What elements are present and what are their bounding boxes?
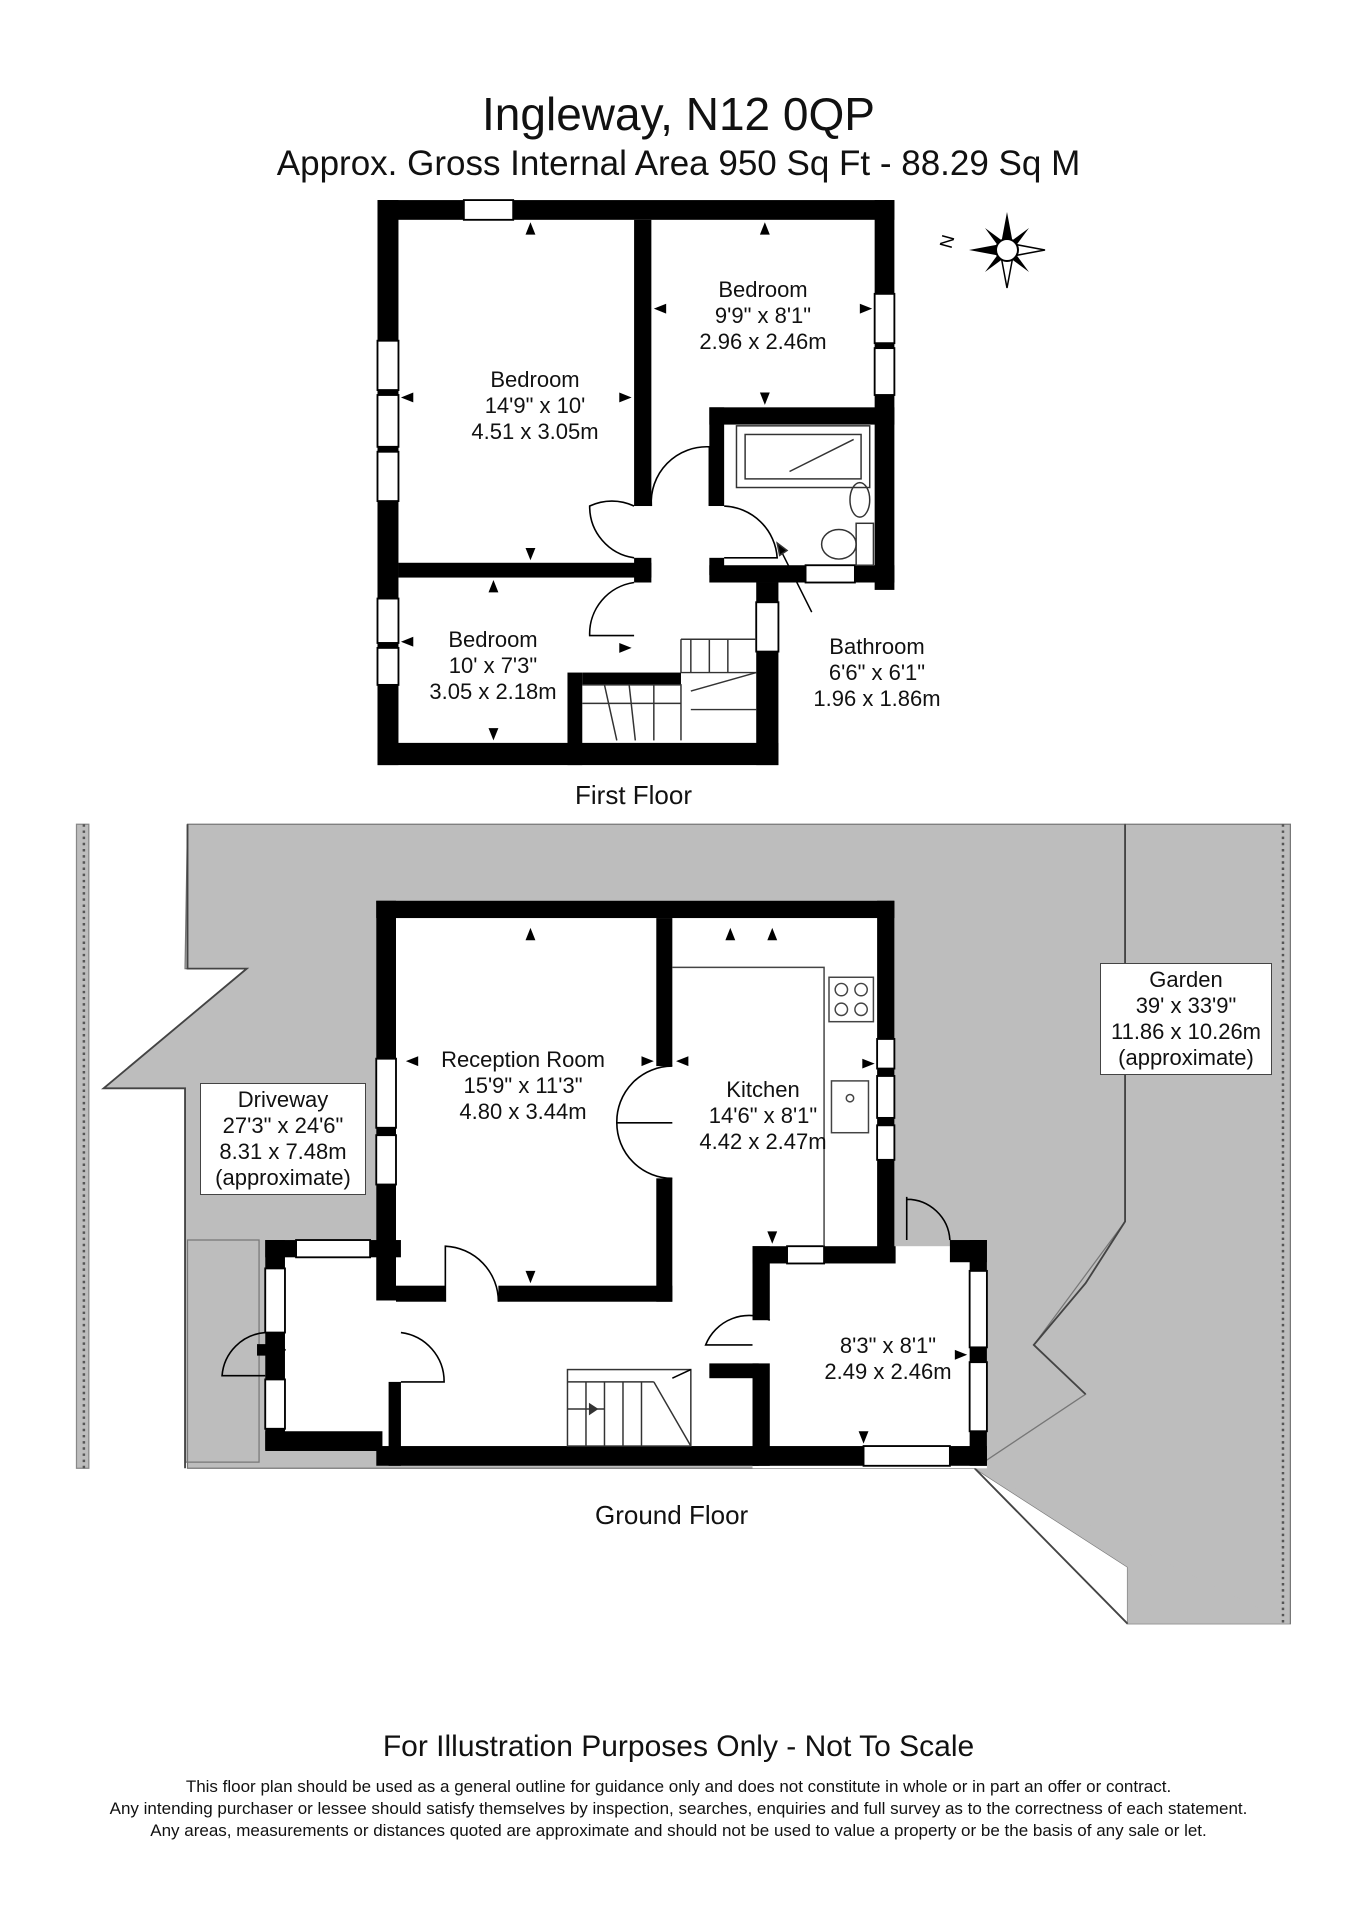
room-label-bedroom-3: Bedroom 10' x 7'3" 3.05 x 2.18m	[413, 627, 573, 705]
property-title: Ingleway, N12 0QP	[482, 88, 875, 140]
room-metric: 4.51 x 3.05m	[471, 419, 599, 444]
room-imperial: 14'9" x 10'	[484, 393, 586, 418]
room-metric: 2.49 x 2.46m	[824, 1359, 952, 1384]
area-name: Driveway	[237, 1087, 329, 1112]
room-label-kitchen: Kitchen 14'6" x 8'1" 4.42 x 2.47m	[678, 1077, 848, 1155]
room-imperial: 15'9" x 11'3"	[463, 1073, 583, 1098]
ground-floor-label: Ground Floor	[595, 1500, 749, 1530]
room-label-bedroom-1: Bedroom 14'9" x 10' 4.51 x 3.05m	[455, 367, 615, 445]
bathroom-fixtures	[735, 425, 875, 613]
room-imperial: 9'9" x 8'1"	[714, 303, 812, 328]
room-name: Reception Room	[441, 1047, 605, 1072]
area-metric: 8.31 x 7.48m	[219, 1139, 347, 1164]
room-name: Bathroom	[829, 634, 925, 659]
area-note: (approximate)	[215, 1165, 351, 1190]
area-name: Garden	[1149, 967, 1223, 992]
first-floor-doors	[588, 446, 779, 637]
first-floor-label: First Floor	[575, 780, 692, 810]
room-name: Bedroom	[718, 277, 808, 302]
room-imperial: 6'6" x 6'1"	[828, 660, 926, 685]
room-metric: 3.05 x 2.18m	[429, 679, 557, 704]
compass-north-label: N	[936, 233, 959, 251]
first-floor-stairs	[582, 638, 757, 741]
room-name: Bedroom	[490, 367, 580, 392]
outdoor-label-garden: Garden 39' x 33'9" 11.86 x 10.26m (appro…	[1100, 963, 1272, 1075]
ground-floor-interior	[265, 903, 987, 1469]
first-floor-windows	[376, 199, 896, 686]
room-imperial: 14'6" x 8'1"	[708, 1103, 818, 1128]
disclaimer-line: Any areas, measurements or distances quo…	[150, 1821, 1207, 1840]
area-imperial: 39' x 33'9"	[1135, 993, 1237, 1018]
kitchen-counter	[672, 966, 875, 1247]
disclaimer-line: This floor plan should be used as a gene…	[185, 1777, 1172, 1796]
disclaimer-text: This floor plan should be used as a gene…	[0, 1776, 1357, 1842]
ground-floor-doors	[221, 1065, 951, 1383]
ground-floor-stairs	[566, 1368, 692, 1447]
area-imperial: 27'3" x 24'6"	[222, 1113, 344, 1138]
area-subtitle: Approx. Gross Internal Area 950 Sq Ft - …	[276, 144, 1081, 183]
room-label-reception: Reception Room 15'9" x 11'3" 4.80 x 3.44…	[413, 1047, 633, 1125]
room-name: Kitchen	[726, 1077, 800, 1102]
room-metric: 1.96 x 1.86m	[813, 686, 941, 711]
room-metric: 2.96 x 2.46m	[699, 329, 827, 354]
compass-rose-icon: N	[936, 212, 1046, 289]
room-metric: 4.42 x 2.47m	[699, 1129, 827, 1154]
room-label-bathroom: Bathroom 6'6" x 6'1" 1.96 x 1.86m	[797, 634, 957, 712]
room-label-bedroom-2: Bedroom 9'9" x 8'1" 2.96 x 2.46m	[683, 277, 843, 355]
room-name: Bedroom	[448, 627, 538, 652]
room-imperial: 8'3" x 8'1"	[839, 1333, 937, 1358]
ground-floor-markers	[405, 927, 968, 1444]
area-metric: 11.86 x 10.26m	[1110, 1019, 1262, 1044]
area-note: (approximate)	[1118, 1045, 1254, 1070]
disclaimer-line: Any intending purchaser or lessee should…	[109, 1799, 1248, 1818]
ground-floor-windows	[264, 1038, 988, 1467]
room-label-utility: 8'3" x 8'1" 2.49 x 2.46m	[808, 1333, 968, 1385]
room-metric: 4.80 x 3.44m	[459, 1099, 587, 1124]
first-floor-markers	[400, 222, 873, 741]
disclaimer-heading: For Illustration Purposes Only - Not To …	[382, 1730, 975, 1763]
room-imperial: 10' x 7'3"	[448, 653, 538, 678]
ground-floor-walls	[265, 900, 987, 1466]
outdoor-label-driveway: Driveway 27'3" x 24'6" 8.31 x 7.48m (app…	[200, 1083, 366, 1195]
